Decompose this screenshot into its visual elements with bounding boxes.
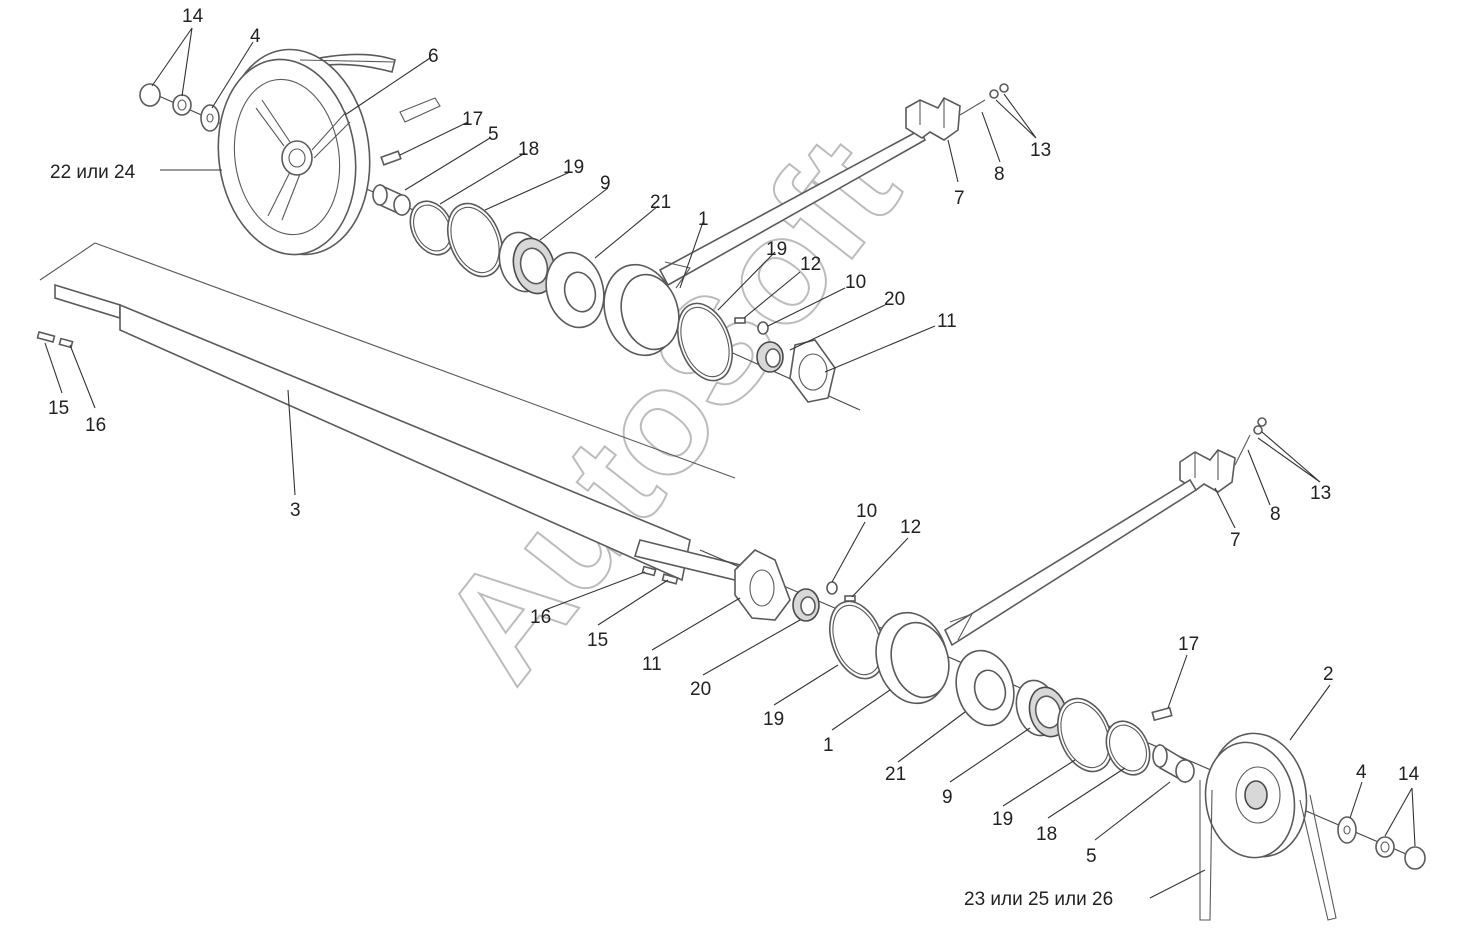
keys-15-16-lower — [641, 565, 679, 585]
upper-seal-21 — [545, 251, 605, 329]
callout-14-top: 14 — [182, 6, 204, 27]
callout-17-bottom: 17 — [1178, 634, 1199, 655]
lower-bolt-8 — [1234, 434, 1251, 466]
callout-4-bottom: 4 — [1356, 762, 1367, 783]
callout-10-top: 10 — [845, 272, 866, 293]
callout-8-top: 8 — [994, 164, 1005, 185]
lower-bracket-7 — [1179, 449, 1236, 493]
lower-washer-4 — [1337, 816, 1357, 844]
upper-snap-ring-19b — [677, 302, 733, 382]
callout-18-bottom: 18 — [1036, 824, 1057, 845]
callout-7-top: 7 — [954, 188, 965, 209]
callout-4-top: 4 — [250, 26, 261, 47]
callout-19-lower-right: 19 — [992, 809, 1013, 830]
upper-bracket-7 — [905, 96, 961, 141]
callout-20-top: 20 — [884, 289, 905, 310]
callout-8-bottom: 8 — [1270, 504, 1281, 525]
callout-15-bottom: 15 — [587, 630, 608, 651]
callout-17-top: 17 — [462, 109, 483, 130]
lower-pulley-2 — [1199, 732, 1337, 921]
callout-6: 6 — [428, 46, 439, 67]
callout-3: 3 — [290, 500, 301, 521]
callout-14-bottom: 14 — [1398, 764, 1420, 785]
lower-bearing-20 — [792, 588, 820, 622]
callout-16-left: 16 — [85, 415, 106, 436]
lower-bushing-5 — [1152, 743, 1195, 784]
callout-22-or-24: 22 или 24 — [50, 162, 136, 183]
callout-1-bottom: 1 — [823, 735, 834, 756]
shaft-3 — [39, 242, 742, 582]
lower-washer-10 — [826, 581, 838, 595]
upper-flange-11 — [789, 339, 836, 403]
callout-2: 2 — [1323, 664, 1334, 685]
callout-23-25-26: 23 или 25 или 26 — [964, 889, 1113, 910]
callout-9-bottom: 9 — [942, 787, 953, 808]
leader-lines — [44, 27, 1416, 899]
upper-bushing-5 — [372, 183, 411, 217]
callout-12-bottom: 12 — [900, 517, 921, 538]
callout-16-bottom: 16 — [530, 607, 551, 628]
lower-seal-21 — [955, 649, 1015, 727]
callout-10-bottom: 10 — [856, 501, 877, 522]
callout-21-top: 21 — [650, 192, 671, 213]
callout-11-top: 11 — [937, 311, 957, 332]
callout-20-bottom: 20 — [690, 679, 711, 700]
upper-bolt-8 — [959, 99, 986, 116]
lower-flange-11 — [734, 549, 791, 621]
callout-13-bottom: 13 — [1310, 483, 1331, 504]
lower-pin-12 — [844, 595, 856, 602]
callout-1-top: 1 — [698, 209, 709, 230]
upper-key-17 — [380, 150, 402, 166]
lower-snap-ring-19b — [1056, 697, 1114, 773]
callout-13-top: 13 — [1030, 140, 1051, 161]
upper-pulley-22-24 — [217, 48, 396, 256]
upper-belt-strip — [299, 59, 441, 123]
callout-19-lower-left: 19 — [763, 709, 784, 730]
callout-9-top: 9 — [600, 173, 611, 194]
lower-nuts-14 — [1375, 836, 1426, 870]
callout-19-top: 19 — [563, 157, 584, 178]
upper-washer-10 — [757, 321, 769, 335]
upper-nut-14 — [139, 83, 192, 116]
lower-housing-1 — [875, 478, 1198, 705]
callout-19-mid: 19 — [766, 239, 787, 260]
upper-bearing-9 — [498, 231, 556, 295]
upper-pin-12 — [734, 317, 746, 324]
callout-5-bottom: 5 — [1086, 846, 1097, 867]
callout-18-top: 18 — [518, 139, 539, 160]
upper-nuts-13 — [989, 83, 1009, 99]
callout-11-bottom: 11 — [642, 654, 662, 675]
lower-snap-ring-18 — [1105, 720, 1151, 776]
keys-15-16-left — [36, 331, 74, 349]
lower-key-17 — [1151, 706, 1173, 722]
callout-labels: 14 4 6 17 5 18 22 или 24 19 9 21 1 7 8 1… — [48, 6, 1420, 910]
callout-5-top: 5 — [488, 124, 499, 145]
callout-21-bottom: 21 — [885, 764, 906, 785]
callout-7-bottom: 7 — [1230, 530, 1241, 551]
lower-nuts-13 — [1253, 417, 1267, 435]
callout-15-left: 15 — [48, 398, 69, 419]
upper-bearing-20 — [756, 341, 784, 373]
upper-washer-4 — [200, 104, 220, 132]
upper-snap-ring-19 — [446, 202, 504, 278]
callout-12-top: 12 — [800, 254, 821, 275]
upper-housing-1 — [603, 128, 927, 357]
